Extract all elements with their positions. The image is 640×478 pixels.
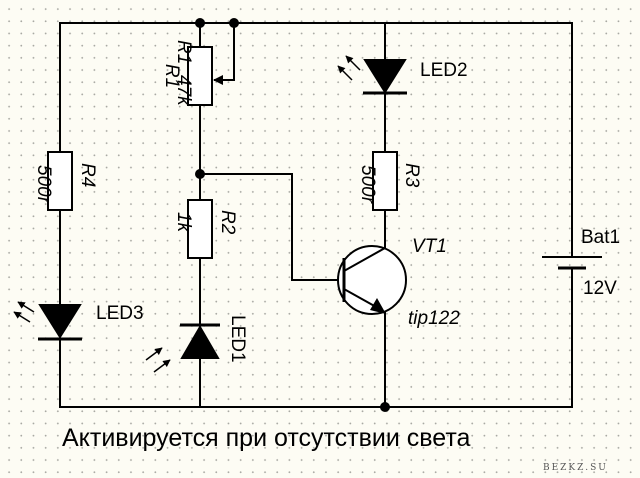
led2-ref: LED2 (420, 60, 468, 81)
resistor-r4 (47, 151, 73, 211)
potentiometer-r1: R1 (161, 46, 234, 106)
bat1-ref: Bat1 (581, 227, 620, 248)
r1-ref-label: R1 (161, 64, 182, 88)
r3-ref: R3 (401, 163, 422, 188)
led3-ref: LED3 (96, 303, 144, 324)
led1-diode (145, 323, 220, 373)
r4-ref: R4 (77, 163, 98, 187)
wires (59, 22, 573, 408)
led2-diode (337, 55, 407, 95)
diagram-caption: Активируется при отсутствии света (62, 424, 471, 452)
r4-value: 500r (33, 165, 54, 204)
r1-value: 47k (173, 75, 194, 107)
vt1-ref: VT1 (412, 236, 447, 257)
r2-ref: R2 (217, 210, 238, 235)
vt1-value: tip122 (408, 308, 460, 329)
junction-dots (195, 18, 390, 412)
transistor-vt1 (337, 245, 407, 315)
r2-value: 1k (173, 212, 194, 234)
resistor-r3 (372, 151, 398, 211)
led3-diode (13, 301, 82, 341)
resistor-r2 (187, 199, 213, 259)
r3-value: 500r (357, 165, 378, 204)
r1-ref: R1 (173, 40, 194, 64)
led1-ref: LED1 (227, 315, 248, 363)
battery-bat1 (542, 256, 602, 270)
watermark: BEZKZ.SU (543, 463, 608, 473)
bat1-value: 12V (583, 278, 617, 299)
